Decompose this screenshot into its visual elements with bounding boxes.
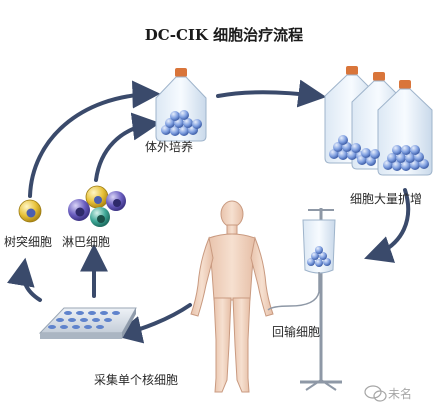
dendritic-cell <box>18 199 42 223</box>
expansion-cell-cluster <box>329 135 429 171</box>
culture-cell-cluster <box>161 110 202 136</box>
arrow-lymph-to-culture <box>94 112 161 182</box>
label-lymphocyte: 淋巴细胞 <box>62 235 111 249</box>
expansion-flasks <box>324 66 433 176</box>
human-body <box>190 200 274 393</box>
arrow-expansion-to-infusion <box>364 188 411 263</box>
flow-arrows <box>6 79 411 344</box>
arrow-body-to-plate <box>113 303 192 344</box>
lymphocyte-cluster <box>68 185 126 227</box>
culture-plate <box>38 307 137 339</box>
page-title: DC-CIK 细胞治疗流程 <box>144 26 304 44</box>
label-collect-mononuclear: 采集单个核细胞 <box>94 373 179 387</box>
culture-flask <box>155 68 207 142</box>
iv-drip-stand <box>267 208 342 391</box>
arrow-plate-to-dc <box>6 257 42 302</box>
label-reinfusion: 回输细胞 <box>272 325 321 339</box>
arrow-dc-to-culture <box>28 80 161 198</box>
label-in-vitro-culture: 体外培养 <box>145 140 194 154</box>
label-cell-expansion: 细胞大量扩增 <box>350 192 423 206</box>
arrow-culture-to-expansion <box>216 79 327 108</box>
iv-bag-cells <box>307 246 331 267</box>
watermark-text: 未名 <box>388 387 413 401</box>
label-dendritic-cell: 树突细胞 <box>4 235 53 249</box>
wechat-icon <box>364 385 387 402</box>
